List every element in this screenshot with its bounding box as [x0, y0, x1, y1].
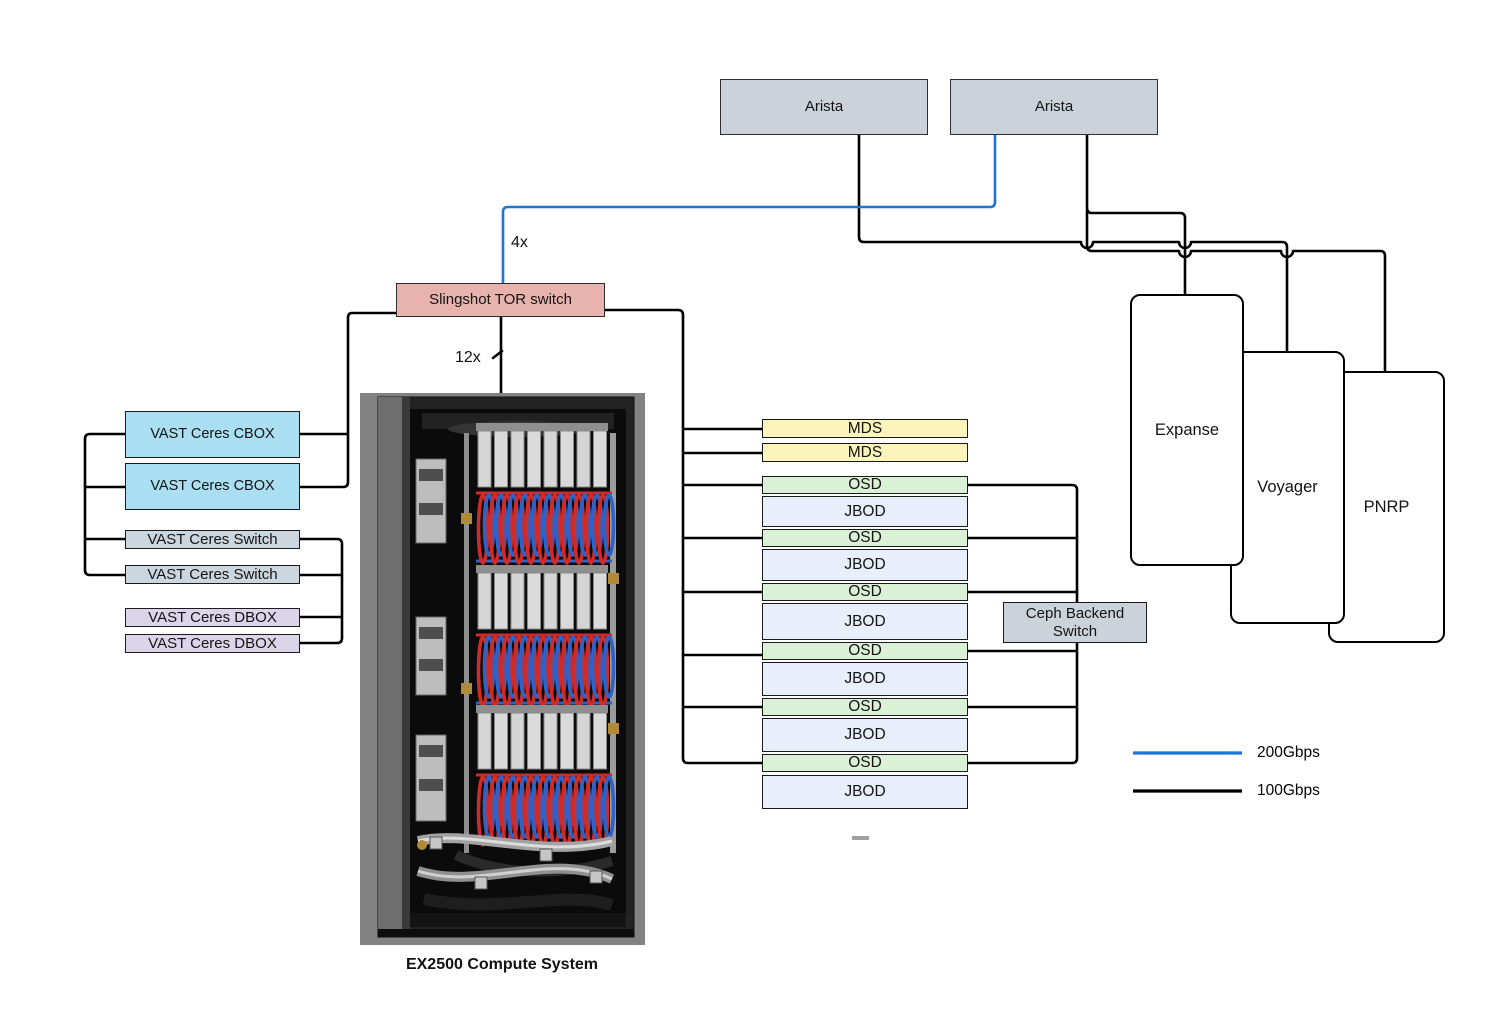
stack-row-osd-3: OSD: [762, 583, 968, 601]
stack-row-osd-5: OSD: [762, 698, 968, 716]
node-vast-cbox-1-label: VAST Ceres CBOX: [150, 426, 275, 443]
link-tor-rack: [491, 315, 504, 395]
rack-psu-column: [415, 458, 447, 822]
link-vast-switch-dbox-trunk: [298, 537, 344, 645]
stack-row-label: JBOD: [844, 612, 886, 630]
rack-illustration: [360, 393, 645, 945]
node-vast-dbox-1-label: VAST Ceres DBOX: [148, 608, 277, 626]
stack-row-mds-1: MDS: [762, 419, 968, 438]
stack-row-label: JBOD: [844, 783, 886, 801]
node-arista-2-label: Arista: [1034, 98, 1074, 116]
node-arista-2: Arista: [950, 79, 1158, 135]
node-vast-switch-1: VAST Ceres Switch: [125, 530, 300, 549]
stack-row-jbod-5: JBOD: [762, 718, 968, 752]
stack-row-label: JBOD: [844, 670, 886, 688]
rack-caption: EX2500 Compute System: [405, 956, 599, 973]
node-vast-cbox-2-label: VAST Ceres CBOX: [150, 478, 275, 495]
stack-row-label: OSD: [848, 754, 882, 772]
compute-rack-photo: [360, 393, 645, 945]
edge-label-4x: 4x: [511, 234, 528, 251]
rack-plumbing: [416, 833, 615, 911]
link-arista2-pnrp: [1085, 209, 1387, 373]
node-vast-dbox-2: VAST Ceres DBOX: [125, 634, 300, 653]
stack-row-label: OSD: [848, 476, 882, 494]
legend-item-100gbps: 100Gbps: [1132, 782, 1320, 800]
node-pnrp: PNRP: [1328, 371, 1445, 643]
stack-row-label: MDS: [847, 443, 883, 461]
node-expanse: Expanse: [1130, 294, 1244, 566]
node-vast-dbox-1: VAST Ceres DBOX: [125, 608, 300, 627]
node-arista-1-label: Arista: [804, 98, 844, 116]
legend-line-200gbps-icon: [1133, 751, 1242, 755]
node-voyager-label: Voyager: [1257, 478, 1318, 496]
node-slingshot-tor-switch: Slingshot TOR switch: [396, 283, 605, 317]
link-vast-left-trunk: [83, 432, 127, 577]
stack-row-mds-2: MDS: [762, 443, 968, 462]
node-pnrp-label: PNRP: [1363, 497, 1410, 516]
node-vast-switch-2: VAST Ceres Switch: [125, 565, 300, 584]
legend-label-100gbps: 100Gbps: [1257, 782, 1320, 799]
node-expanse-label: Expanse: [1154, 420, 1220, 439]
node-vast-dbox-2-label: VAST Ceres DBOX: [148, 634, 277, 652]
stack-row-label: JBOD: [844, 556, 886, 574]
node-arista-1: Arista: [720, 79, 928, 135]
node-vast-switch-2-label: VAST Ceres Switch: [147, 565, 278, 583]
stack-row-osd-4: OSD: [762, 642, 968, 660]
edge-label-12x: 12x: [455, 349, 481, 366]
stack-row-jbod-2: JBOD: [762, 549, 968, 581]
node-ceph-backend-switch: Ceph Backend Switch: [1003, 602, 1147, 643]
link-arista2-expanse: [1085, 133, 1187, 296]
stack-row-jbod-6: JBOD: [762, 775, 968, 809]
rack-blade-section-2: [475, 564, 614, 705]
stack-row-label: OSD: [848, 529, 882, 547]
stack-row-jbod-4: JBOD: [762, 662, 968, 696]
legend-item-200gbps: 200Gbps: [1132, 744, 1320, 762]
node-vast-cbox-2: VAST Ceres CBOX: [125, 463, 300, 510]
illegible-micro-text: [852, 836, 869, 840]
stack-row-label: MDS: [847, 419, 883, 437]
link-tor-storage-trunk: [603, 308, 764, 765]
stack-row-label: OSD: [848, 583, 882, 601]
stack-row-jbod-3: JBOD: [762, 603, 968, 640]
stack-row-label: JBOD: [844, 502, 886, 520]
legend-line-100gbps-icon: [1133, 789, 1242, 793]
link-arista1-voyager: [857, 133, 1289, 353]
link-arista2-tor-200g: [501, 133, 997, 285]
rack-blade-section-1: [475, 422, 614, 563]
legend-label-200gbps: 200Gbps: [1257, 744, 1320, 761]
rack-door-edge: [378, 397, 402, 937]
node-ceph-backend-switch-label: Ceph Backend Switch: [1025, 605, 1125, 640]
node-tor-label: Slingshot TOR switch: [429, 291, 572, 309]
stack-row-osd-6: OSD: [762, 754, 968, 772]
link-tor-cbox-trunk: [298, 311, 398, 489]
stack-row-label: JBOD: [844, 726, 886, 744]
node-vast-cbox-1: VAST Ceres CBOX: [125, 411, 300, 458]
stack-row-osd-1: OSD: [762, 476, 968, 494]
node-voyager: Voyager: [1230, 351, 1345, 624]
stack-row-osd-2: OSD: [762, 529, 968, 547]
stack-row-jbod-1: JBOD: [762, 496, 968, 527]
stack-row-label: OSD: [848, 698, 882, 716]
stack-row-label: OSD: [848, 642, 882, 660]
node-vast-switch-1-label: VAST Ceres Switch: [147, 530, 278, 548]
